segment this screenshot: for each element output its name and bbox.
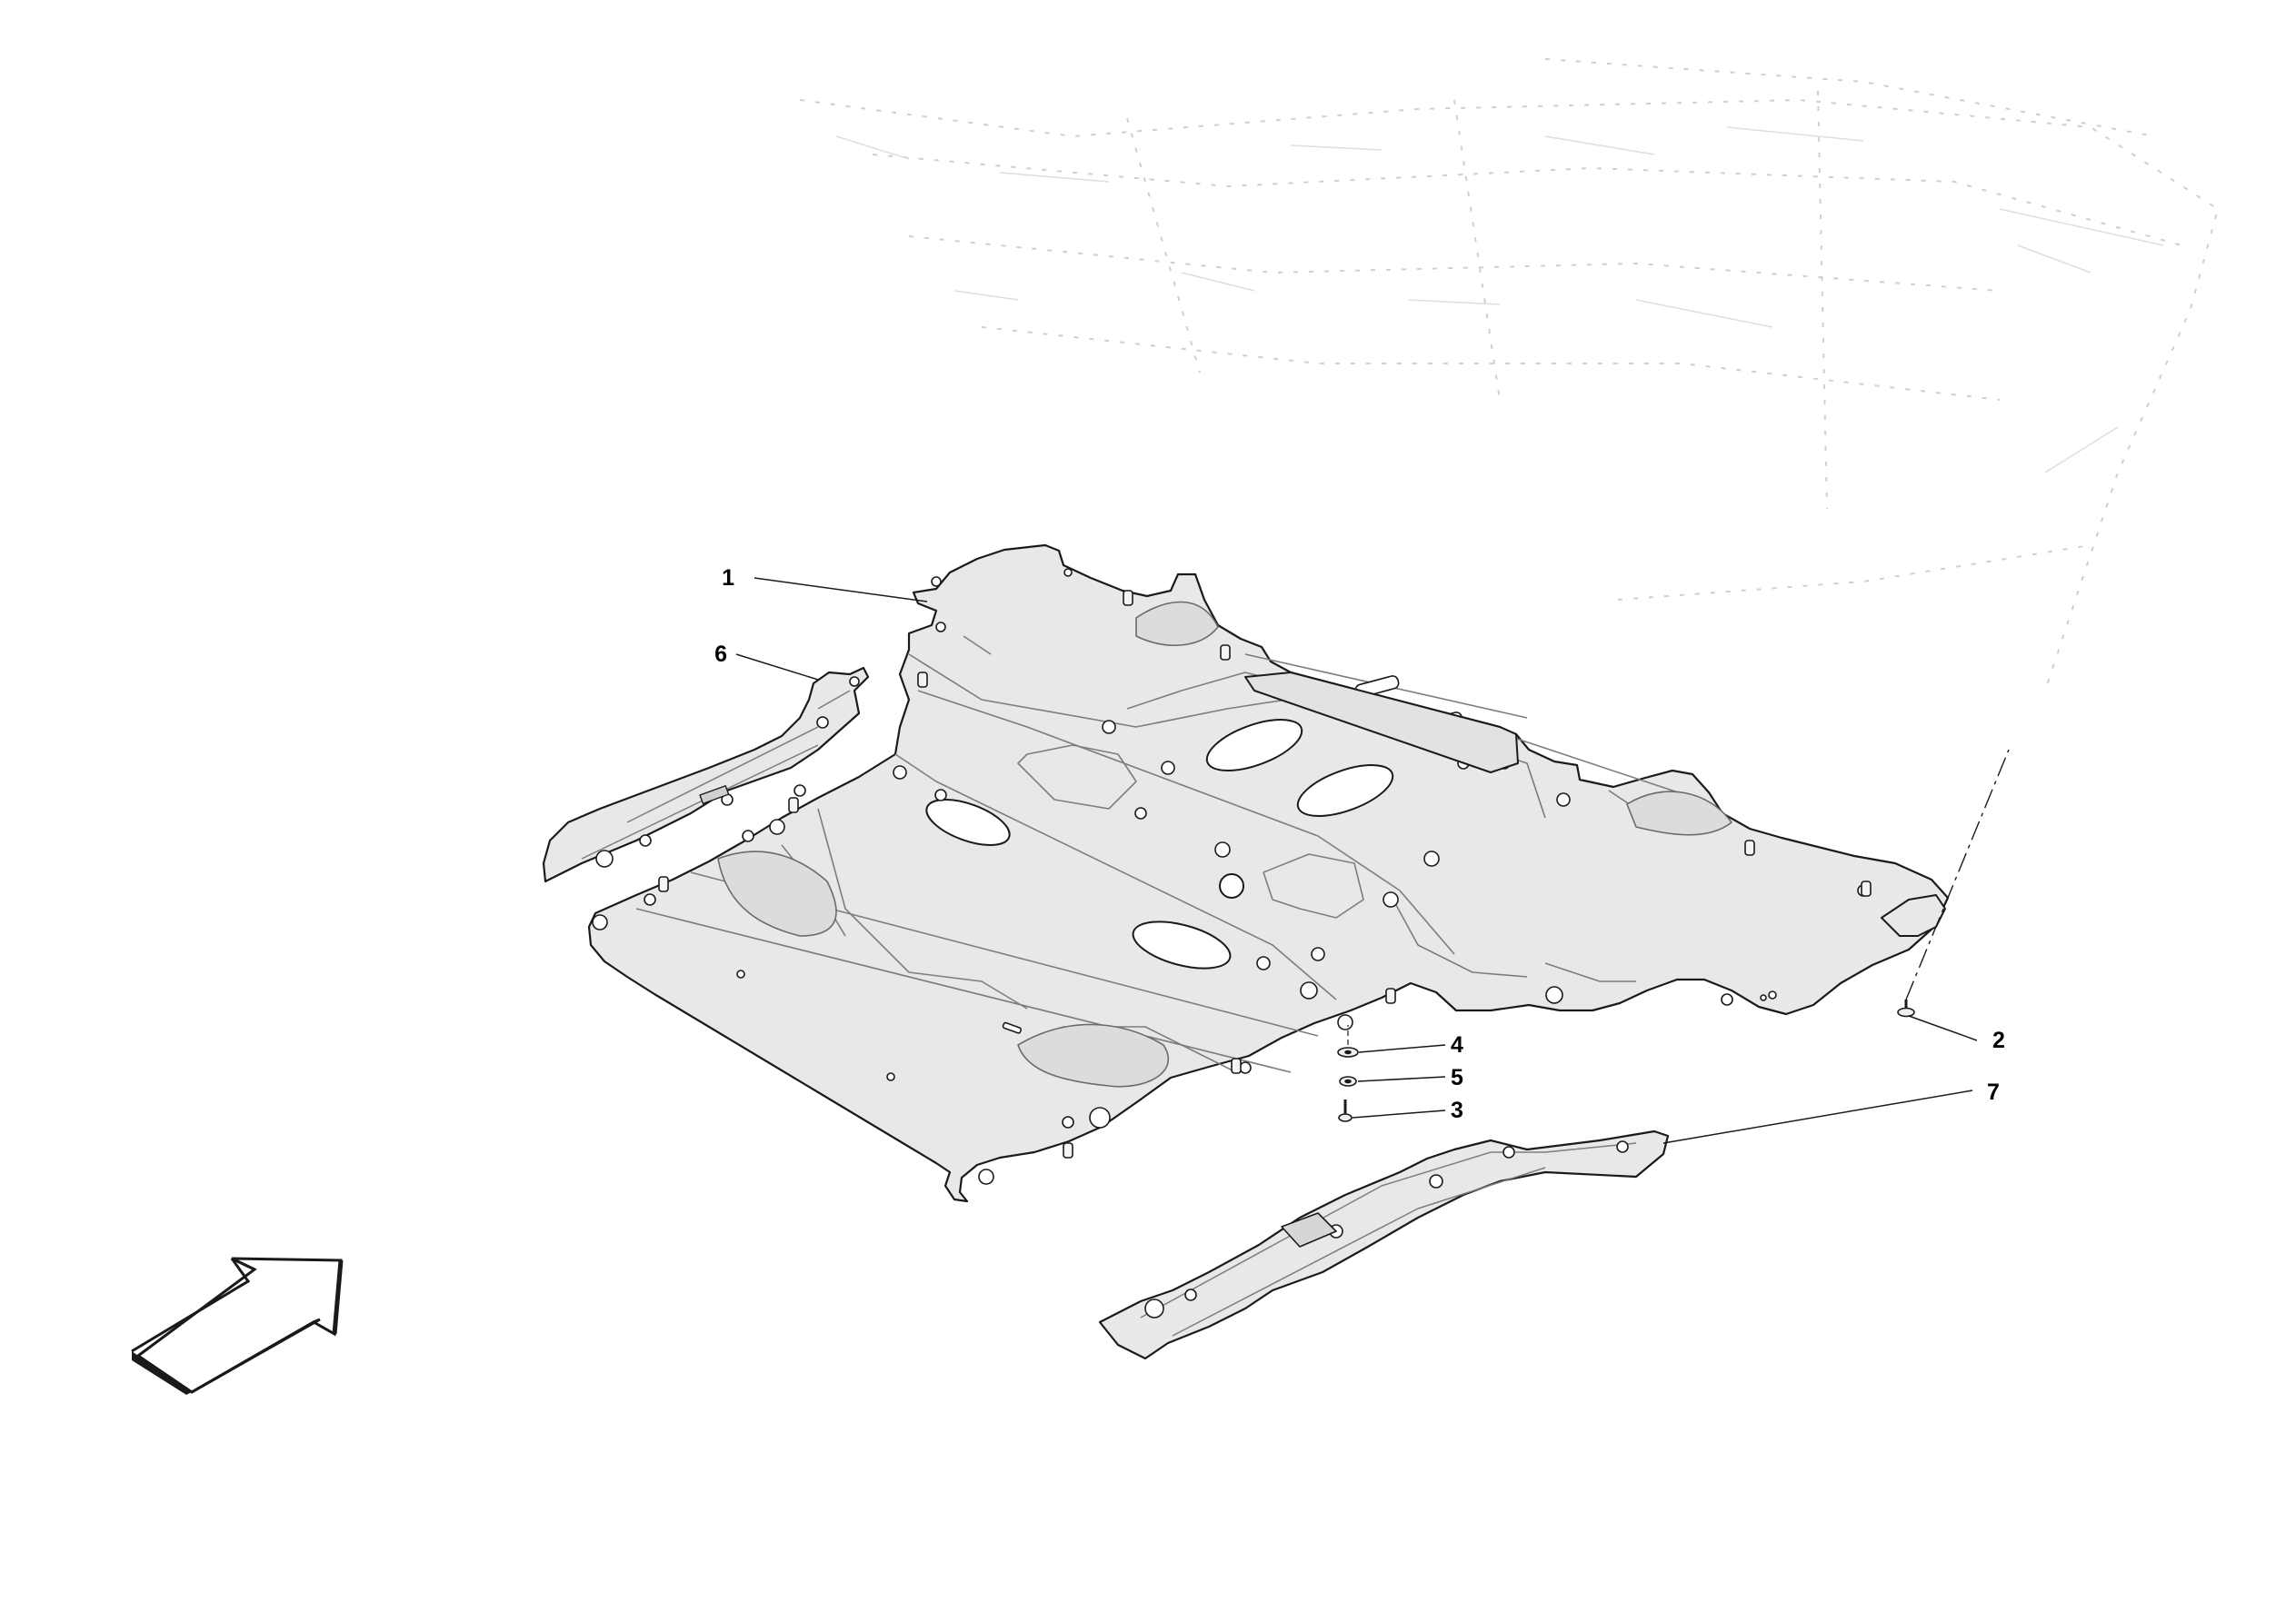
callout-5: 5 <box>1451 1065 1463 1090</box>
left-strip-outline <box>542 666 870 883</box>
left-strip-ribs <box>581 690 851 860</box>
callout-6: 6 <box>714 642 727 667</box>
callout-7: 7 <box>1987 1080 2000 1105</box>
part-2-screw <box>1897 1000 1915 1018</box>
callout-1: 1 <box>722 565 734 591</box>
right-strip-outline <box>1098 1129 1670 1360</box>
leader-lines <box>735 577 1978 1144</box>
callout-3: 3 <box>1451 1098 1463 1123</box>
right-strip-bracket <box>1281 1212 1337 1248</box>
part-7-right-strip <box>1098 1129 1670 1360</box>
part-2-dashed-axis <box>1905 749 2010 1000</box>
ghost-vehicle-sketch <box>799 58 2220 692</box>
panel-raised-strip <box>1244 672 1519 773</box>
left-strip-bracket <box>699 785 730 805</box>
part-6-left-strip <box>542 666 870 883</box>
callout-labels: 1 2 3 4 5 6 7 <box>714 565 2005 1123</box>
panel-cutouts <box>925 719 1394 970</box>
ghost-vehicle-marks <box>835 126 2164 473</box>
panel-domes <box>717 601 1732 1088</box>
part-3-bolt <box>1338 1100 1353 1122</box>
panel-studs <box>658 590 1872 1159</box>
callout-4: 4 <box>1451 1032 1463 1058</box>
forward-direction-arrow-icon <box>131 1257 344 1395</box>
underbody-panel-outline <box>587 543 1950 1203</box>
part-1-underbody-panel <box>587 543 1950 1203</box>
panel-right-tab <box>1881 894 1946 937</box>
callout-2: 2 <box>1992 1028 2005 1053</box>
part-4-washer <box>1337 1047 1359 1058</box>
left-strip-holes <box>595 676 860 868</box>
part-5-nut <box>1339 1076 1357 1087</box>
fasteners <box>1337 749 2010 1122</box>
